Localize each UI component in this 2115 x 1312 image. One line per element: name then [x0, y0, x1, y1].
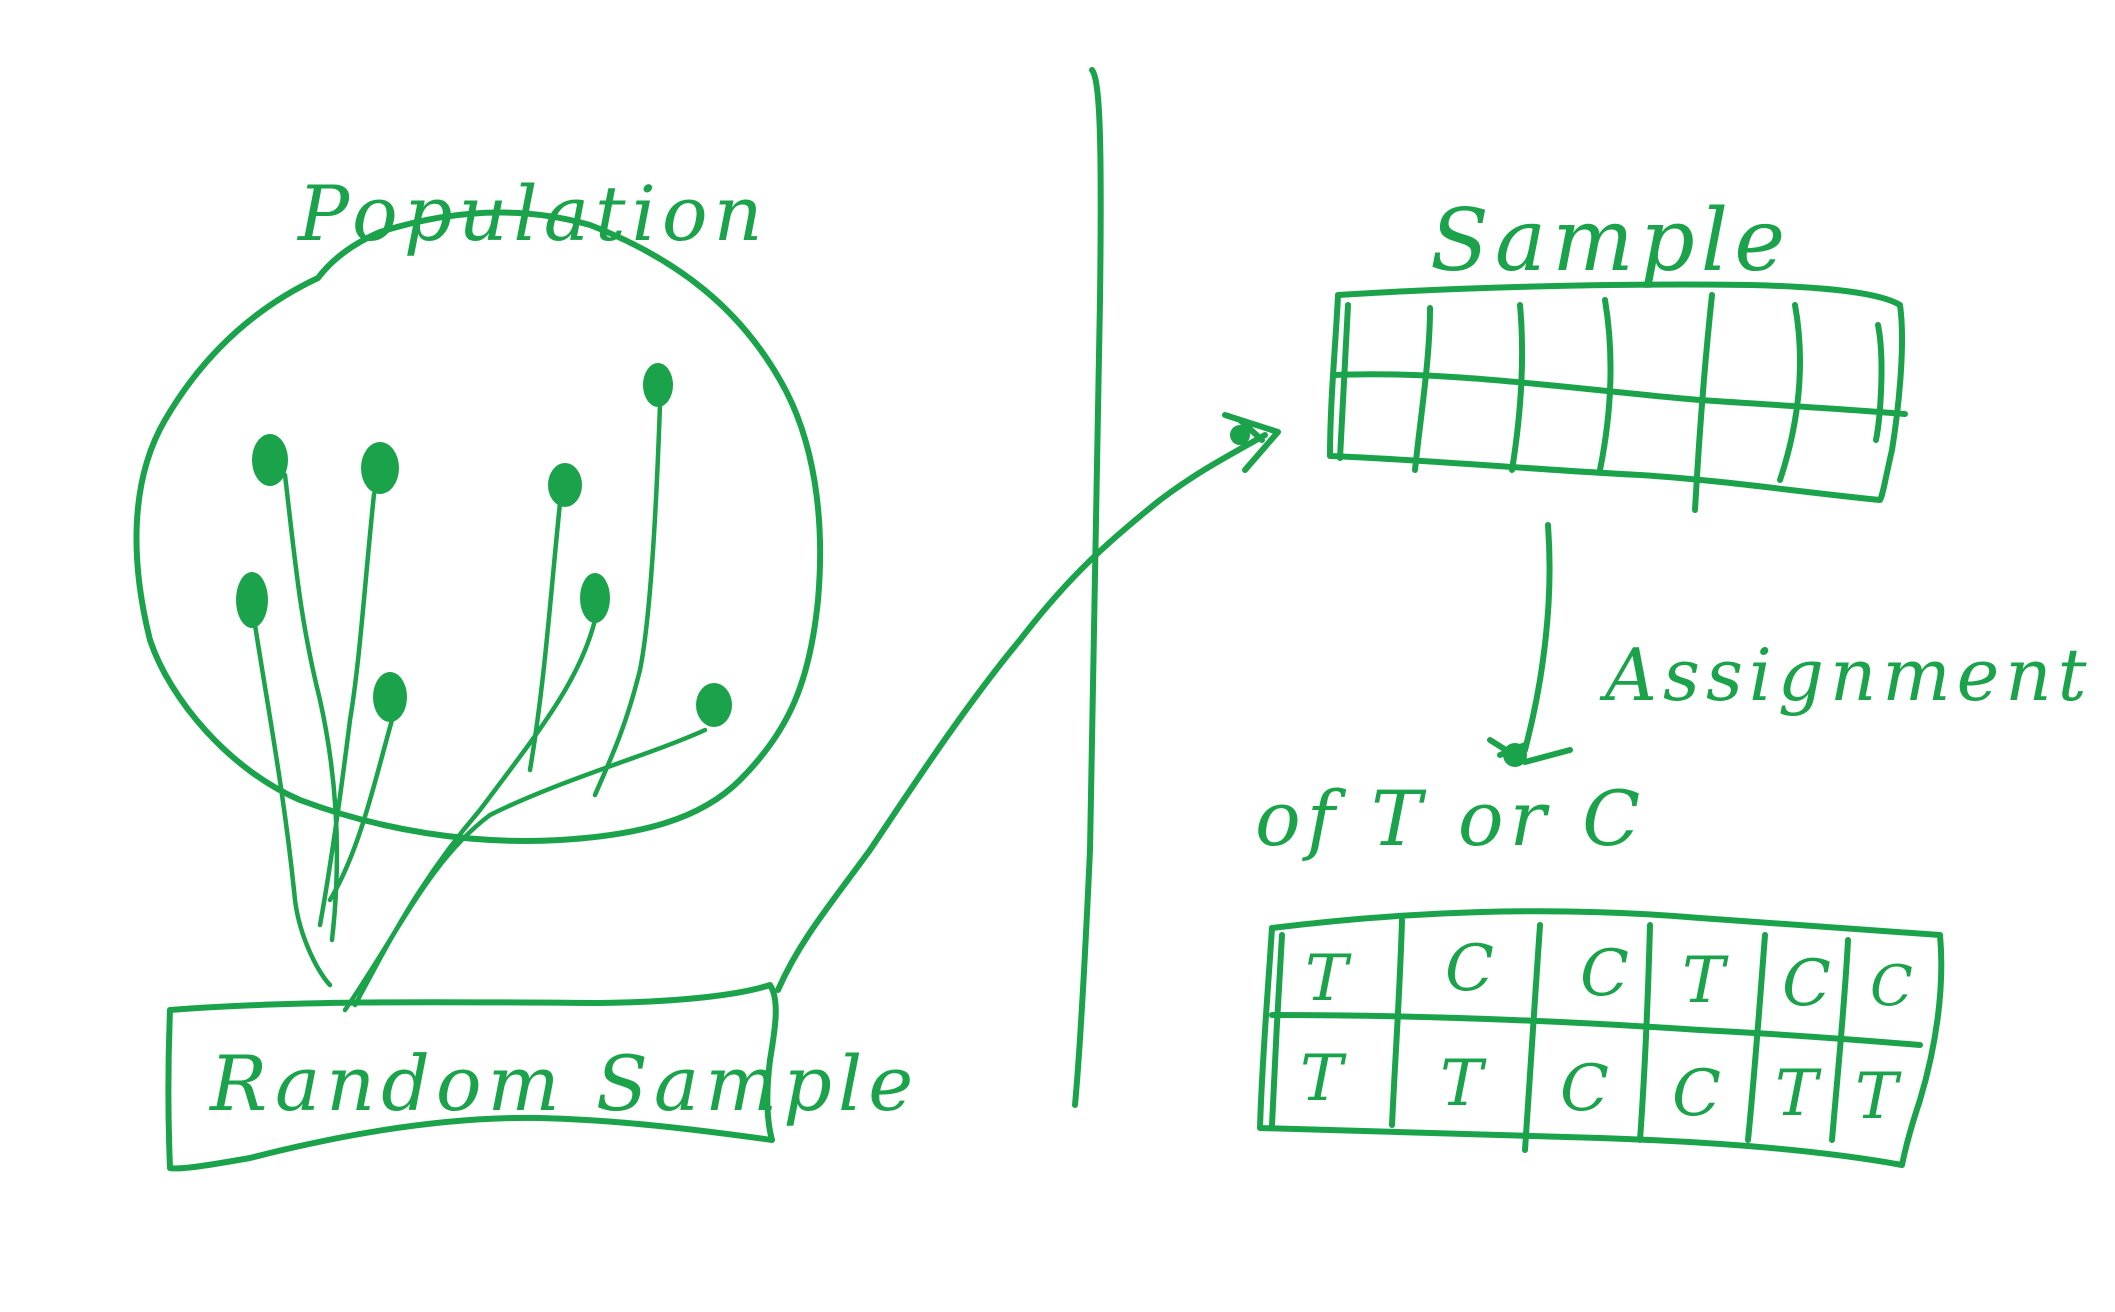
- assign-cell-r1c2: C: [1445, 932, 1500, 1006]
- assignment-label-line2: of T or C: [1255, 774, 1646, 863]
- assignment-arrow: [1487, 522, 1573, 767]
- population-circle: [133, 209, 824, 844]
- sampling-lines: [252, 401, 708, 1013]
- population-dots: [236, 363, 732, 727]
- sample-label: Sample: [1430, 191, 1791, 291]
- assignment-grid: T C C T C C T T C C T T: [1257, 908, 1945, 1168]
- assign-cell-r1c5: C: [1782, 947, 1837, 1021]
- assign-cell-r2c1: T: [1300, 1042, 1349, 1116]
- arrow-head-icon: [1487, 737, 1573, 765]
- random-sample-label: Random Sample: [208, 1039, 919, 1128]
- assign-cell-r2c4: C: [1672, 1057, 1727, 1131]
- dot-icon: [252, 434, 288, 486]
- sample-grid-outline: [1327, 281, 1905, 503]
- dot-icon: [236, 572, 268, 628]
- arrow-head-icon: [1222, 412, 1281, 473]
- assign-cell-r2c3: C: [1560, 1052, 1615, 1126]
- random-sample-box: [165, 982, 779, 1172]
- assign-cell-r1c3: C: [1580, 937, 1635, 1011]
- divider-line: [1072, 67, 1104, 1108]
- dot-icon: [580, 573, 610, 623]
- population-group: Population Random Sample: [133, 169, 919, 1172]
- dot-icon: [696, 683, 732, 727]
- dot-icon: [643, 363, 673, 407]
- assignment-label-line1: Assignment: [1599, 633, 2093, 717]
- flow-arrow: [775, 412, 1281, 993]
- dot-icon: [548, 463, 582, 507]
- sample-group: Sample: [1327, 191, 1908, 513]
- assign-cell-r2c2: T: [1440, 1047, 1489, 1121]
- dot-icon: [373, 672, 407, 722]
- assign-cell-r1c4: T: [1682, 944, 1731, 1018]
- dot-icon: [361, 442, 399, 494]
- assign-cell-r1c1: T: [1305, 942, 1354, 1016]
- assign-cell-r2c5: T: [1775, 1057, 1824, 1131]
- assign-cell-r1c6: C: [1870, 954, 1919, 1019]
- assign-cell-r2c6: T: [1855, 1060, 1904, 1134]
